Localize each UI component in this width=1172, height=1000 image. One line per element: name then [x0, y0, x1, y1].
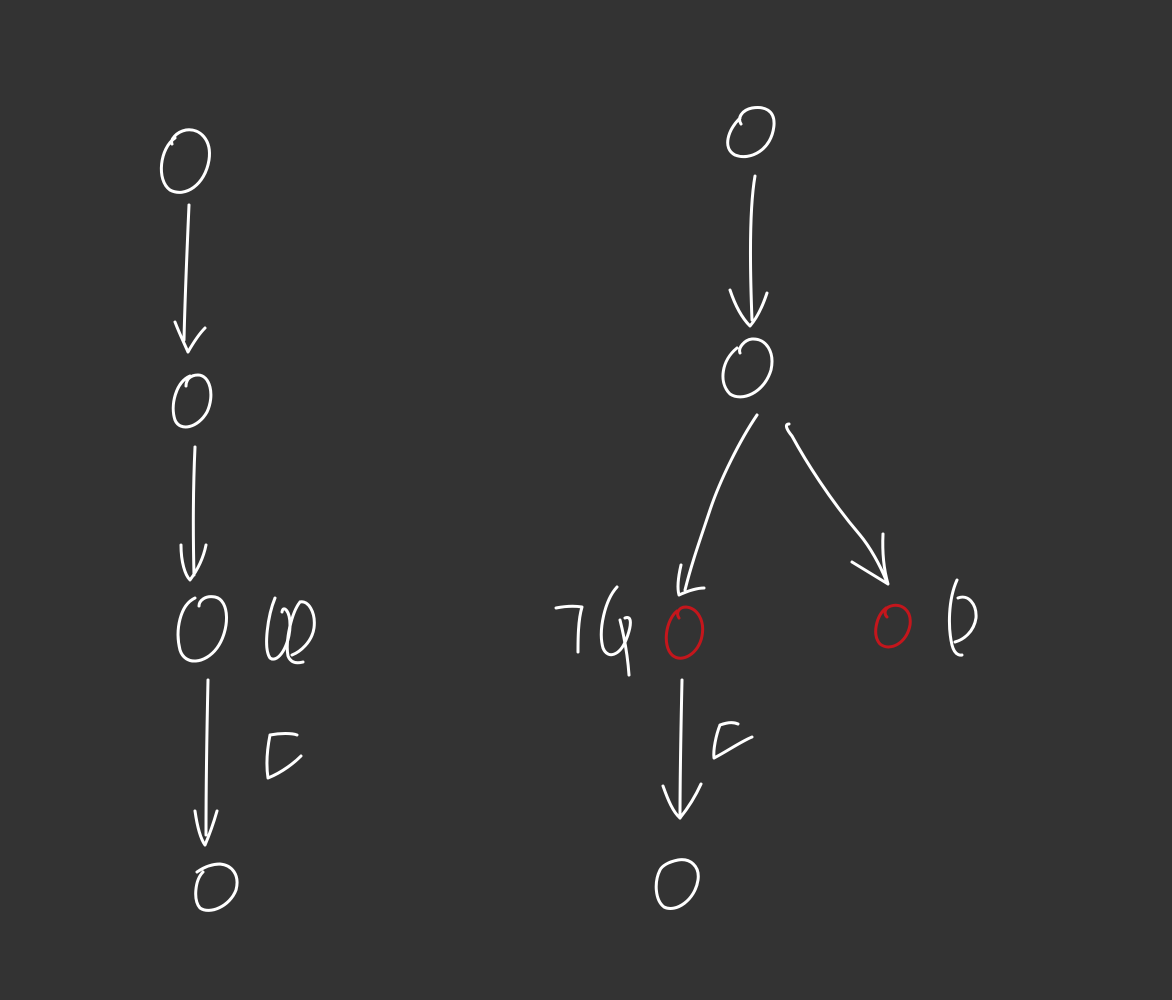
arrowhead-R2-R3: [676, 563, 706, 597]
label-L3-glyph-1: [265, 596, 292, 661]
edge-label-R3-R5: [712, 721, 754, 760]
left-chain-diagram: [159, 128, 316, 912]
arrowhead-R1-R2: [728, 288, 769, 328]
edge-R2-R4: [784, 422, 888, 582]
node-R5: [654, 858, 700, 910]
edge-L3-L4: [204, 678, 210, 837]
label-R3-glyph-2: [599, 585, 632, 657]
right-tree-diagram: [554, 106, 978, 910]
arrowhead-R3-R5: [661, 782, 703, 820]
edge-L1-L2: [182, 203, 191, 342]
label-L3-glyph-2: [285, 600, 316, 665]
node-L4: [194, 862, 239, 912]
arrowhead-L3-L4: [193, 809, 219, 847]
arrowhead-L2-L3: [179, 543, 208, 582]
node-L1: [159, 128, 211, 194]
edge-R1-R2: [748, 174, 757, 322]
node-R3-highlighted: [664, 605, 705, 660]
label-R4-glyph: [947, 578, 978, 657]
edge-label-L3-L4: [265, 732, 303, 780]
node-R2: [721, 337, 774, 399]
node-R1: [726, 106, 776, 159]
arrowhead-R2-R4: [850, 532, 890, 586]
arrowhead-L1-L2: [173, 320, 207, 354]
node-L3: [176, 595, 228, 663]
label-R3-glyph-1: [554, 604, 584, 654]
edge-R2-R3: [683, 413, 759, 592]
edge-L2-L3: [191, 445, 197, 577]
label-R3-glyph-3: [618, 618, 631, 677]
node-R4-highlighted: [874, 603, 912, 649]
edge-R3-R5: [678, 678, 684, 820]
node-L2: [171, 373, 213, 429]
